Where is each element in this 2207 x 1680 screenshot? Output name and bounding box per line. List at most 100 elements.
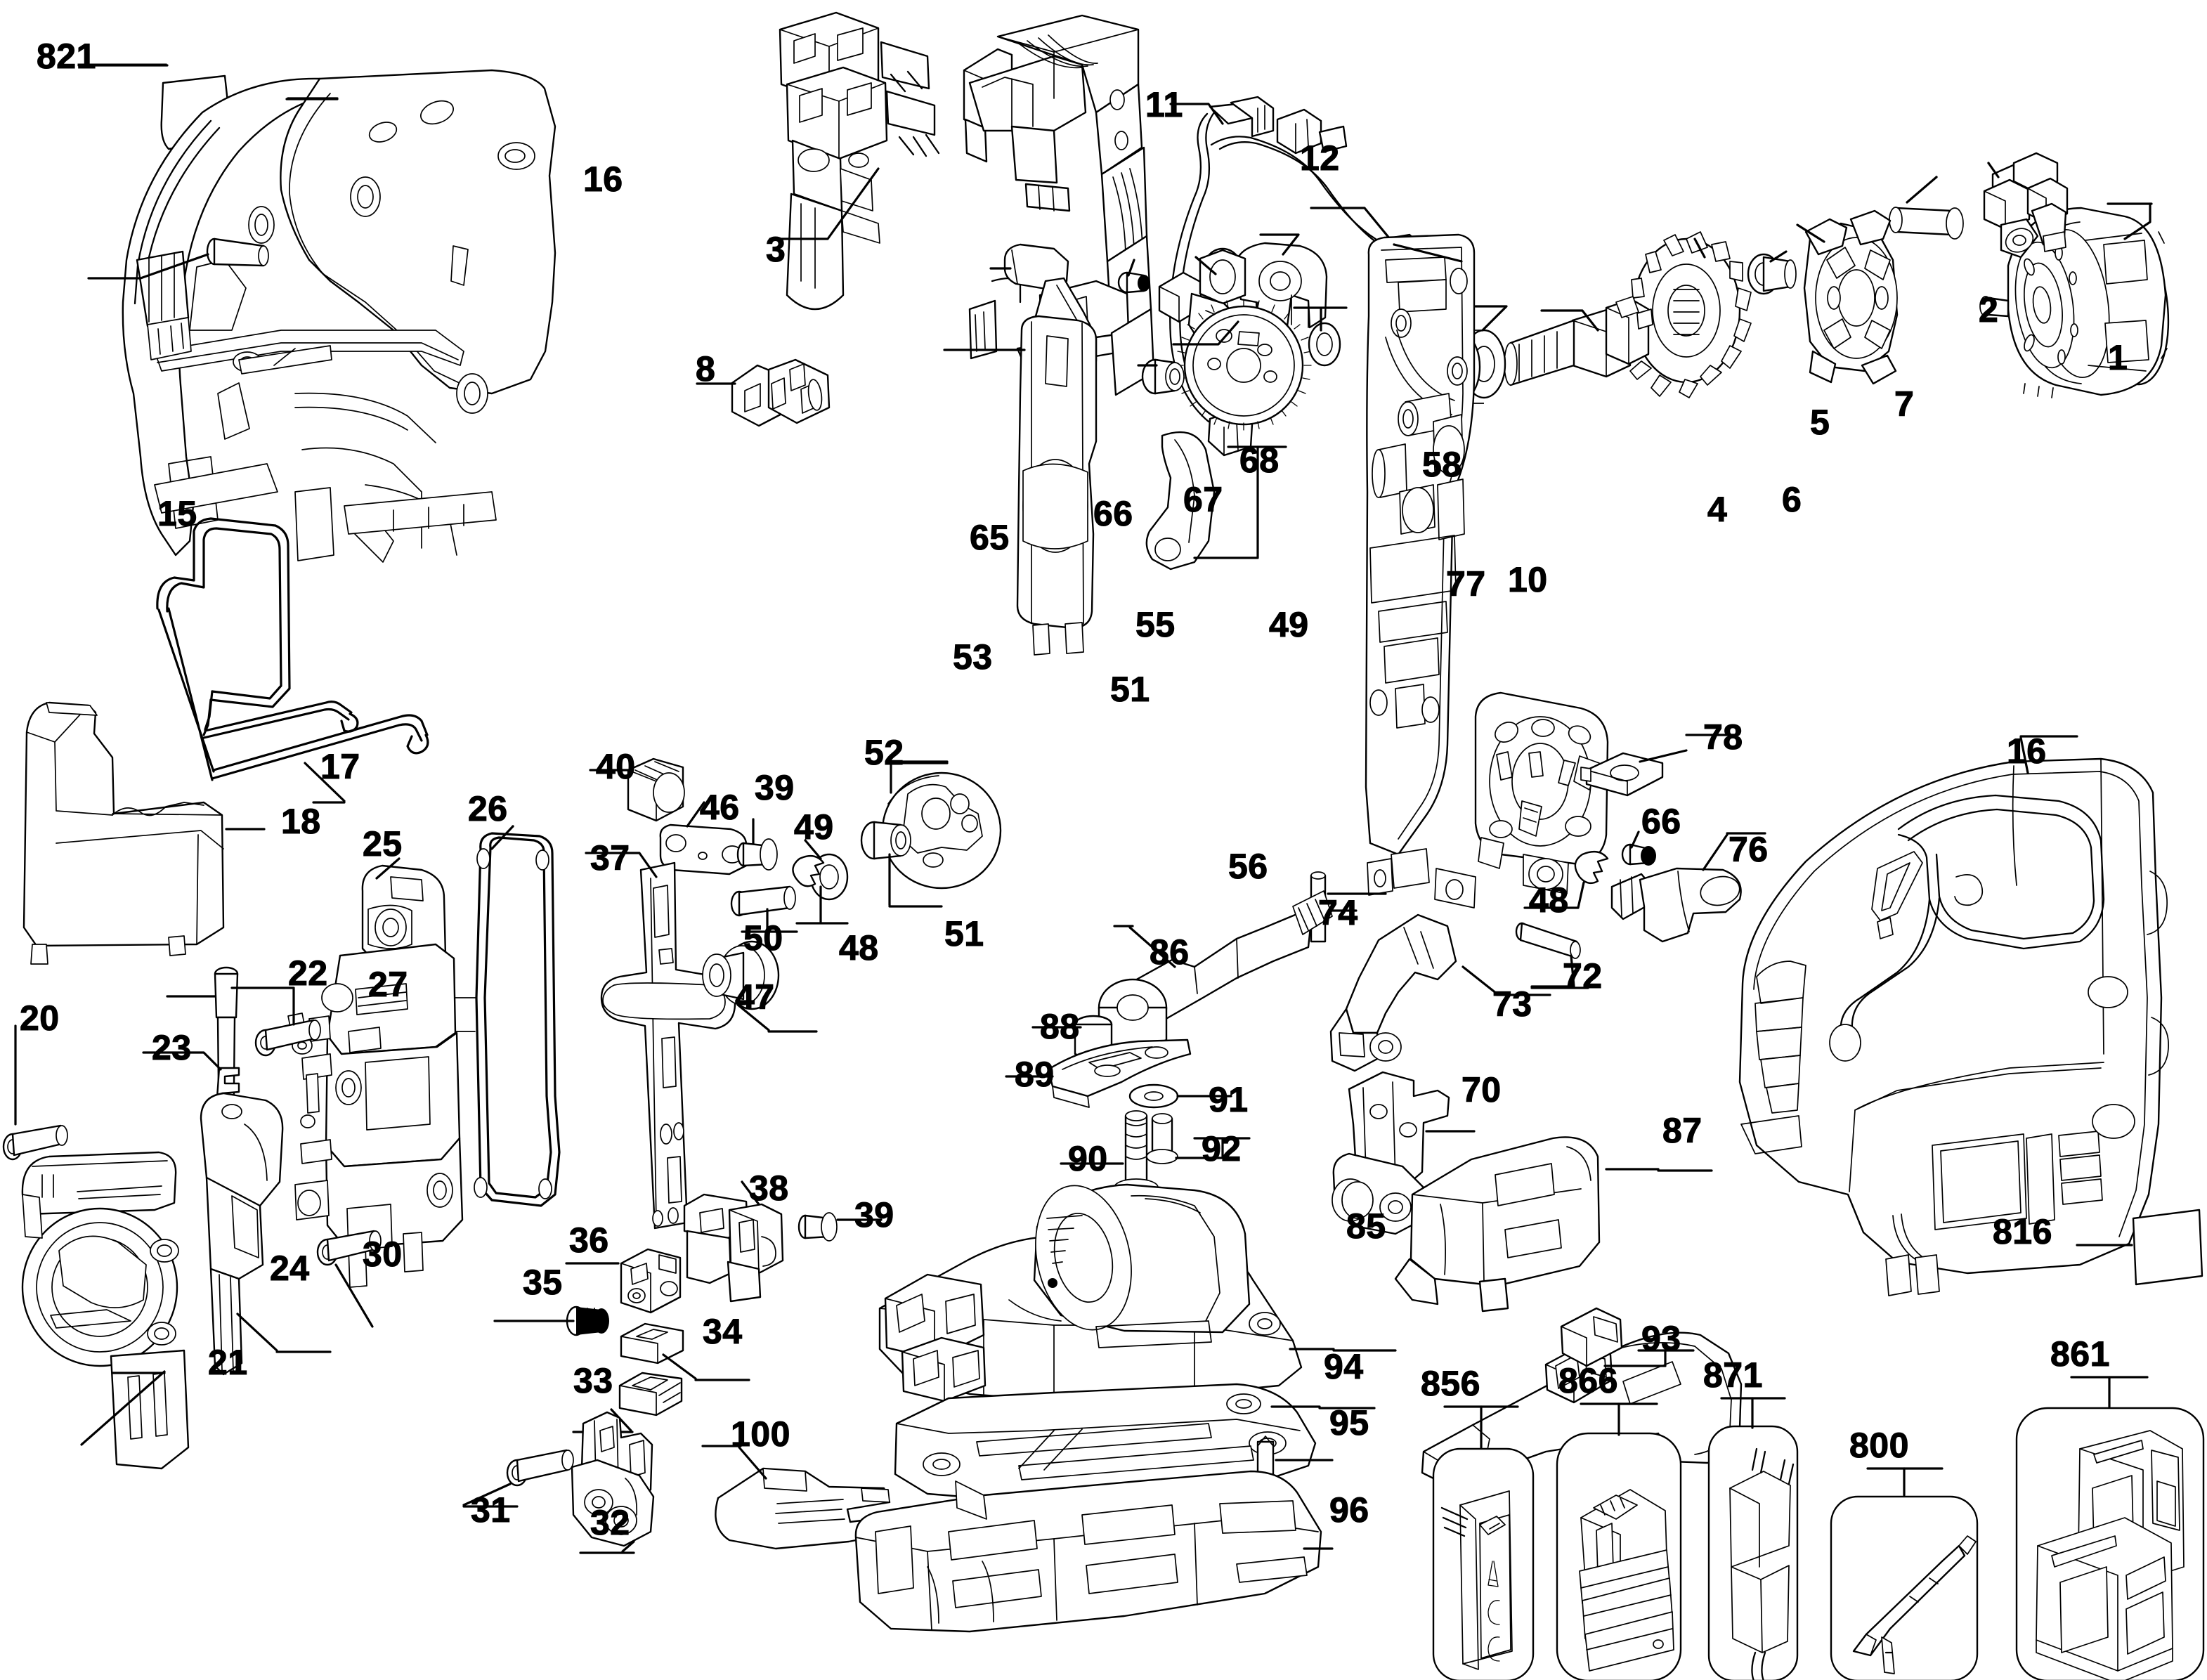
leader-21 bbox=[80, 1370, 166, 1446]
leader-73 bbox=[1461, 965, 1498, 995]
box-866-battery-pack bbox=[1556, 1432, 1682, 1680]
callout-48a: 48 bbox=[1528, 880, 1569, 920]
callout-52: 52 bbox=[864, 733, 904, 772]
part-96-base-cover bbox=[854, 1470, 1322, 1633]
part-87-dust-chute bbox=[1394, 1136, 1601, 1313]
callout-27: 27 bbox=[367, 965, 408, 1004]
callout-7: 7 bbox=[1894, 384, 1915, 424]
part-66-pin-b bbox=[1621, 843, 1656, 866]
leader-76 bbox=[1702, 833, 1729, 871]
callout-16-left: 16 bbox=[582, 159, 623, 199]
leader-58 bbox=[1393, 243, 1463, 263]
callout-78: 78 bbox=[1703, 717, 1743, 757]
part-92-pin bbox=[1146, 1113, 1178, 1164]
leader-78 bbox=[1639, 749, 1688, 763]
part-26-gasket bbox=[446, 832, 561, 1207]
part-18-shoe-cover bbox=[22, 701, 225, 965]
leader-72 bbox=[1530, 954, 1575, 988]
callout-32: 32 bbox=[590, 1503, 630, 1542]
callout-47: 47 bbox=[734, 977, 775, 1017]
part-3-switch-assembly bbox=[779, 11, 940, 311]
leader-32 bbox=[621, 1540, 635, 1553]
part-27-screw bbox=[254, 1019, 321, 1057]
part-20-screw bbox=[2, 1124, 68, 1161]
part-48-e-clip-b bbox=[792, 854, 825, 887]
leader-66b bbox=[1630, 831, 1640, 849]
part-7-shaft-pin bbox=[1889, 207, 1964, 240]
callout-10: 10 bbox=[1507, 560, 1548, 599]
leader-55 bbox=[1172, 320, 1239, 346]
leader-100 bbox=[738, 1446, 767, 1480]
callout-17: 17 bbox=[320, 747, 360, 786]
part-35-bushing bbox=[566, 1305, 609, 1336]
part-76-lever-knob bbox=[1610, 867, 1742, 943]
part-21-collar-ring bbox=[21, 1151, 190, 1470]
callout-821: 821 bbox=[36, 37, 96, 76]
callout-16-right: 16 bbox=[2006, 731, 2047, 771]
leader-11 bbox=[1169, 103, 1224, 125]
callout-36: 36 bbox=[568, 1220, 609, 1260]
callout-91: 91 bbox=[1208, 1080, 1249, 1119]
callout-53: 53 bbox=[952, 637, 993, 677]
leader-86 bbox=[1128, 926, 1176, 968]
callout-856: 856 bbox=[1420, 1364, 1480, 1403]
callout-861: 861 bbox=[2050, 1334, 2110, 1374]
leader-48a bbox=[1523, 881, 1585, 909]
leader-6 bbox=[1769, 250, 1788, 263]
leader-56 bbox=[1193, 445, 1259, 559]
part-78-clip-plate bbox=[1580, 752, 1664, 797]
part-58-gear-case bbox=[1365, 233, 1609, 909]
part-49-washer-a bbox=[1308, 322, 1341, 367]
callout-76: 76 bbox=[1728, 830, 1769, 869]
callout-18: 18 bbox=[280, 802, 321, 841]
part-31-screw bbox=[506, 1449, 574, 1487]
callout-816: 816 bbox=[1992, 1212, 2052, 1251]
part-8-bushing bbox=[731, 358, 831, 427]
box-861-carrying-case bbox=[2015, 1407, 2205, 1680]
callout-56: 56 bbox=[1228, 847, 1268, 886]
callout-55: 55 bbox=[1135, 605, 1176, 644]
box-871-charger bbox=[1707, 1425, 1799, 1680]
leader-33 bbox=[610, 1408, 632, 1432]
part-34-plate bbox=[620, 1322, 684, 1365]
callout-21: 21 bbox=[207, 1343, 248, 1382]
part-40-roller bbox=[627, 757, 685, 822]
part-53-plate-cover bbox=[1016, 315, 1098, 656]
leader-24 bbox=[236, 1313, 278, 1352]
callout-37: 37 bbox=[590, 838, 630, 878]
part-86-crank-arm bbox=[1098, 890, 1333, 1049]
callout-39a: 39 bbox=[754, 768, 795, 807]
callout-38: 38 bbox=[748, 1168, 789, 1208]
callout-66a: 66 bbox=[1093, 494, 1133, 533]
callout-22: 22 bbox=[287, 953, 328, 993]
leader-23 bbox=[142, 1051, 222, 1071]
part-72-shaft-rod bbox=[1515, 922, 1581, 959]
callout-26: 26 bbox=[467, 789, 508, 828]
callout-12: 12 bbox=[1299, 138, 1340, 178]
part-94-base-plate bbox=[894, 1383, 1317, 1501]
part-6-bearing bbox=[1747, 253, 1797, 295]
callout-86: 86 bbox=[1149, 932, 1190, 972]
callout-66b: 66 bbox=[1641, 802, 1681, 841]
callout-31: 31 bbox=[470, 1490, 511, 1530]
callout-24: 24 bbox=[269, 1249, 310, 1288]
part-89-shoe-insert bbox=[1047, 1038, 1192, 1108]
callout-100: 100 bbox=[730, 1414, 790, 1454]
callout-25: 25 bbox=[362, 824, 403, 864]
leader-15 bbox=[87, 253, 209, 280]
part-52-counterweight bbox=[881, 771, 1002, 890]
part-32-blade-clamp bbox=[571, 1411, 655, 1547]
part-73-lever-arm bbox=[1329, 913, 1457, 1072]
leader-92 bbox=[1175, 1137, 1224, 1159]
part-50-pin bbox=[730, 885, 796, 917]
part-38-clamp-bracket bbox=[683, 1193, 784, 1303]
part-51-bushing-a bbox=[1141, 358, 1185, 395]
leader-38 bbox=[741, 1180, 760, 1206]
callout-77: 77 bbox=[1445, 564, 1486, 604]
callout-800: 800 bbox=[1849, 1426, 1909, 1465]
callout-50: 50 bbox=[743, 918, 783, 958]
part-39-rivet-a bbox=[736, 838, 778, 871]
callout-2: 2 bbox=[1978, 290, 1999, 330]
callout-96: 96 bbox=[1329, 1490, 1369, 1530]
